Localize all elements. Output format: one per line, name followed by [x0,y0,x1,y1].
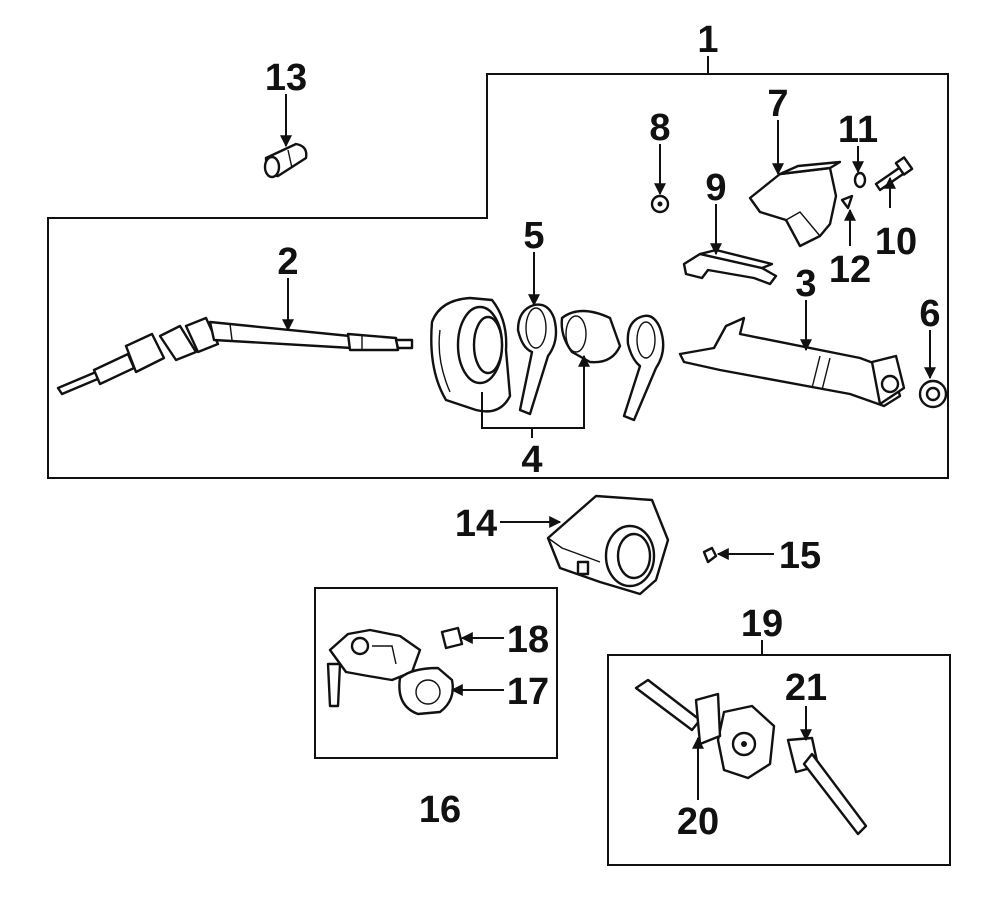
part-7-upper-bracket[interactable] [748,160,842,248]
part-2-intermediate-shaft[interactable] [56,316,414,396]
callout-2: 2 [277,241,298,283]
callout-21: 21 [785,667,827,709]
part-14-column-cover[interactable] [546,494,670,596]
leader-lines [280,56,936,800]
part-12-pin[interactable] [840,194,854,210]
part-10-bolt[interactable] [874,156,914,192]
callout-18: 18 [507,619,549,661]
callout-1: 1 [697,19,718,61]
part-19-combination-switch-body[interactable] [716,704,776,780]
callout-17: 17 [507,671,549,713]
callout-13: 13 [265,57,307,99]
callout-9: 9 [705,167,726,209]
part-20-turn-signal-lever[interactable] [634,678,722,746]
callout-6: 6 [919,293,940,335]
part-16-ignition-lock-cylinder[interactable] [326,628,422,708]
ignition-lock-group-box [314,587,558,759]
assembly-1-outline [47,73,949,479]
part-4-boot-seal[interactable] [430,296,512,413]
callout-16: 16 [419,789,461,831]
callout-12: 12 [829,249,871,291]
callout-3: 3 [795,263,816,305]
part-11-washer[interactable] [853,171,867,189]
callout-15: 15 [779,535,821,577]
callout-4: 4 [521,439,542,481]
part-3-column-tube[interactable] [678,316,906,408]
combination-switch-group-box [607,654,951,866]
callout-8: 8 [649,107,670,149]
callout-19: 19 [741,603,783,645]
part-15-screw[interactable] [702,546,718,564]
callout-7: 7 [767,83,788,125]
part-13-bushing[interactable] [263,142,308,179]
part-4-boot-sleeve[interactable] [560,309,622,364]
part-9-bracket[interactable] [682,248,778,286]
part-17-lock-housing-clamp[interactable] [398,666,454,716]
part-5-clamp[interactable] [516,303,558,416]
callout-20: 20 [677,801,719,843]
part-6-nut[interactable] [918,379,948,409]
callout-labels: 1 13 2 5 3 6 8 9 7 11 12 10 4 14 15 18 1… [265,19,941,843]
callout-11: 11 [838,109,878,151]
part-18-lock-cylinder-insert[interactable] [440,626,464,650]
callout-14: 14 [455,503,497,545]
callout-5: 5 [523,215,544,257]
part-8-nut[interactable] [650,194,670,214]
part-21-wiper-switch[interactable] [786,736,868,836]
part-5-second-clamp[interactable] [622,314,665,422]
callout-10: 10 [875,221,917,263]
